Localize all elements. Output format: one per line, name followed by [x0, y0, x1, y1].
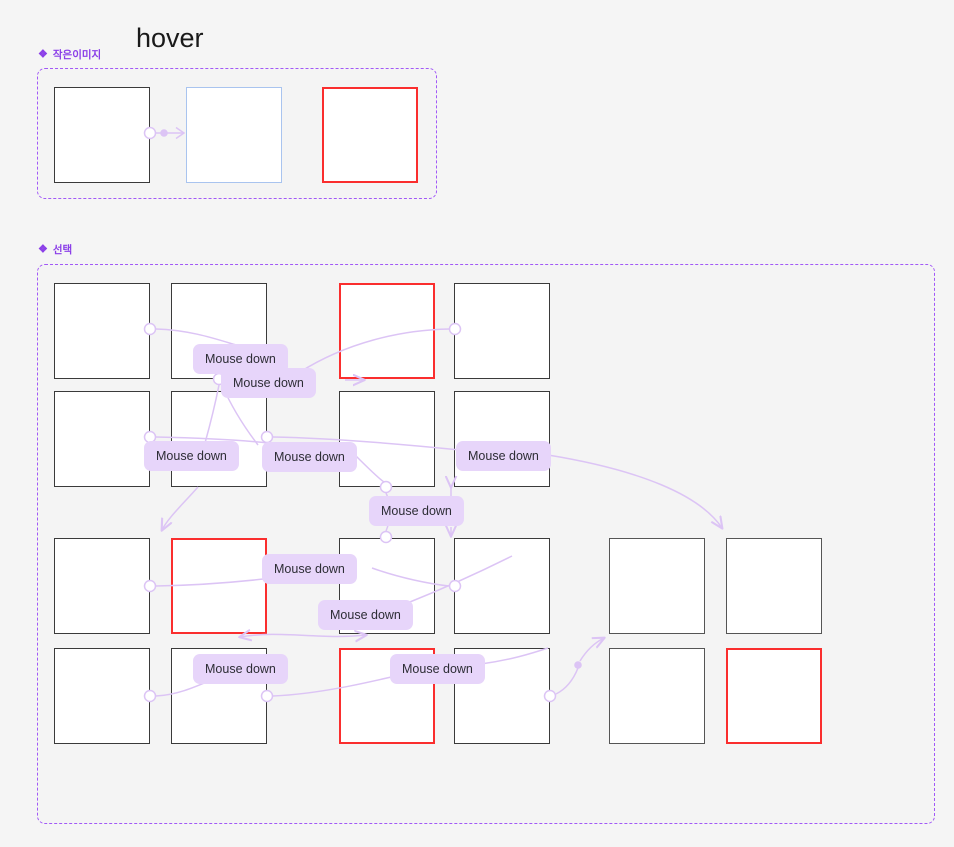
box-r1c1[interactable]: [54, 283, 150, 379]
box-r2c4[interactable]: [454, 391, 550, 487]
box-r2c3[interactable]: [339, 391, 435, 487]
box-r4c6[interactable]: [726, 648, 822, 744]
chip-mouse-down-6[interactable]: Mouse down: [369, 496, 464, 526]
section-label-text: 작은이미지: [52, 49, 102, 61]
box-2[interactable]: [186, 87, 282, 183]
box-r3c6[interactable]: [726, 538, 822, 634]
box-r3c2[interactable]: [171, 538, 267, 634]
box-r4c5[interactable]: [609, 648, 705, 744]
box-r3c4[interactable]: [454, 538, 550, 634]
diamond-icon: ❖: [38, 243, 48, 256]
box-r4c1[interactable]: [54, 648, 150, 744]
chip-mouse-down-3[interactable]: Mouse down: [144, 441, 239, 471]
chip-mouse-down-4[interactable]: Mouse down: [262, 442, 357, 472]
box-r1c3[interactable]: [339, 283, 435, 379]
diamond-icon: ❖: [38, 48, 48, 61]
chip-mouse-down-5[interactable]: Mouse down: [456, 441, 551, 471]
section-label-text: 선택: [52, 244, 73, 256]
box-r1c4[interactable]: [454, 283, 550, 379]
chip-mouse-down-8[interactable]: Mouse down: [318, 600, 413, 630]
chip-mouse-down-2[interactable]: Mouse down: [221, 368, 316, 398]
box-3[interactable]: [322, 87, 418, 183]
chip-mouse-down-9[interactable]: Mouse down: [193, 654, 288, 684]
page-title: hover: [136, 23, 204, 53]
box-r2c1[interactable]: [54, 391, 150, 487]
box-1[interactable]: [54, 87, 150, 183]
section-label-selection: ❖ 선택: [38, 244, 72, 257]
box-r3c1[interactable]: [54, 538, 150, 634]
box-r3c5[interactable]: [609, 538, 705, 634]
section-label-small-image: ❖ 작은이미지: [38, 49, 101, 62]
chip-mouse-down-7[interactable]: Mouse down: [262, 554, 357, 584]
chip-mouse-down-10[interactable]: Mouse down: [390, 654, 485, 684]
box-r2c2[interactable]: [171, 391, 267, 487]
